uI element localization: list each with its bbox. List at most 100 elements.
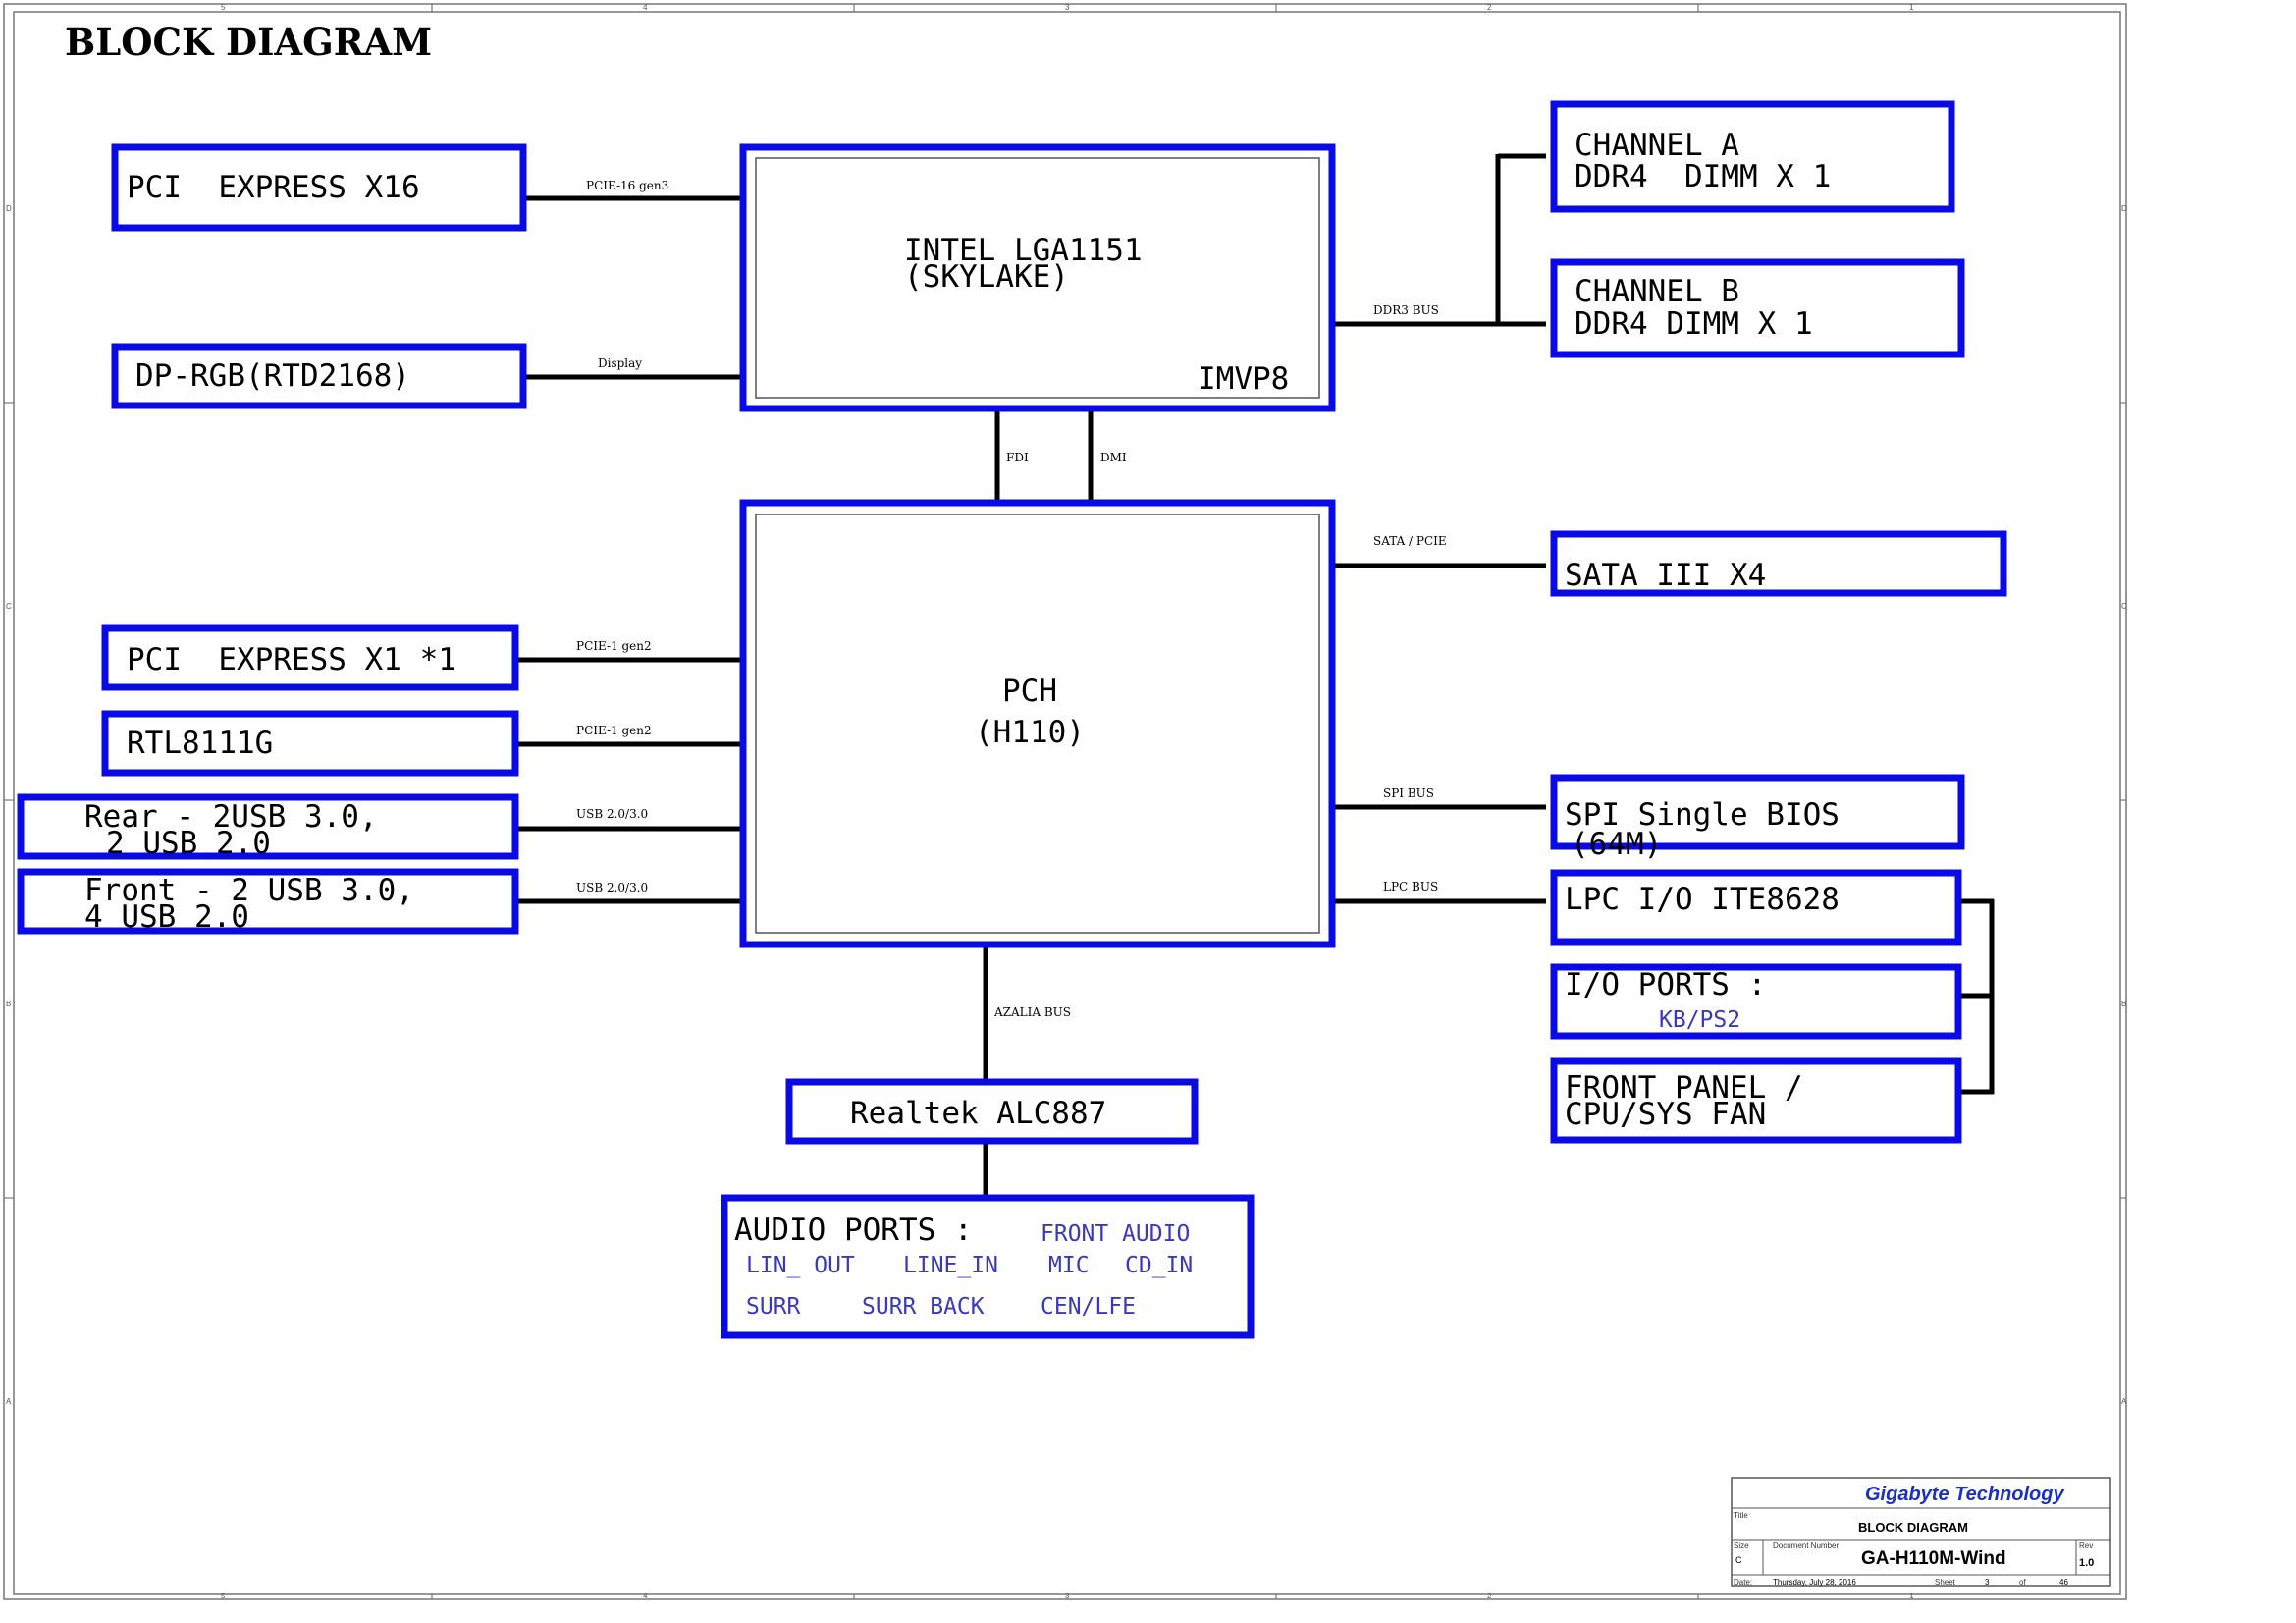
block-dp-rgb: DP-RGB(RTD2168) xyxy=(111,343,527,409)
bus-labels: PCIE-16 gen3 Display DDR3 BUS FDI DMI SA… xyxy=(576,179,1447,1019)
dp-rgb-label: DP-RGB(RTD2168) xyxy=(135,358,410,394)
date-caption: Date: xyxy=(1734,1578,1752,1587)
block-pcie-x1: PCI EXPRESS X1 *1 xyxy=(101,624,519,691)
wires xyxy=(515,153,1995,1195)
audio-ports-label: AUDIO PORTS : xyxy=(734,1213,973,1248)
row-mark-d-right: D xyxy=(2121,204,2127,213)
audio-lin-out: LIN_ OUT xyxy=(746,1253,855,1278)
front-panel-line1: FRONT PANEL / xyxy=(1565,1070,1803,1106)
realtek-label: Realtek ALC887 xyxy=(850,1096,1106,1131)
column-mark-3-bottom: 3 xyxy=(1065,1592,1070,1600)
block-spi-bios: SPI Single BIOS (64M) xyxy=(1550,774,1965,862)
diagram-title: BLOCK DIAGRAM xyxy=(65,21,432,64)
block-front-panel: FRONT PANEL / CPU/SYS FAN xyxy=(1550,1057,1962,1144)
block-io-ports: I/O PORTS : KB/PS2 xyxy=(1550,963,1962,1040)
block-rear-usb: Rear - 2USB 3.0, 2 USB 2.0 xyxy=(17,793,519,861)
cpu-vr-label: IMVP8 xyxy=(1198,361,1289,397)
block-realtek: Realtek ALC887 xyxy=(785,1078,1199,1145)
column-mark-5-top: 5 xyxy=(221,3,226,12)
block-pch: PCH (H110) xyxy=(739,499,1336,948)
lpc-io-label: LPC I/O ITE8628 xyxy=(1565,882,1840,917)
block-sata: SATA III X4 xyxy=(1550,530,2007,597)
bus-label-lpc: LPC BUS xyxy=(1383,880,1438,893)
bus-label-display: Display xyxy=(598,356,642,370)
block-lpc-io: LPC I/O ITE8628 xyxy=(1550,869,1962,946)
channel-b-line2: DDR4 DIMM X 1 xyxy=(1575,306,1813,342)
io-ports-label: I/O PORTS : xyxy=(1565,967,1766,1002)
sata-label: SATA III X4 xyxy=(1565,558,1766,593)
rev-value: 1.0 xyxy=(2079,1557,2094,1569)
pcie-x1-label: PCI EXPRESS X1 *1 xyxy=(127,642,456,677)
column-mark-1-top: 1 xyxy=(1909,3,1914,12)
pch-label-line1: PCH xyxy=(1002,674,1057,709)
bus-label-usb-front: USB 2.0/3.0 xyxy=(576,881,648,894)
column-mark-4-bottom: 4 xyxy=(643,1592,648,1600)
bus-label-pcie1-b: PCIE-1 gen2 xyxy=(576,724,652,737)
sheet-title: BLOCK DIAGRAM xyxy=(1858,1520,1968,1535)
block-pcie-x16: PCI EXPRESS X16 xyxy=(111,143,527,232)
column-mark-1-bottom: 1 xyxy=(1909,1592,1914,1600)
audio-front-audio: FRONT AUDIO xyxy=(1041,1221,1190,1247)
column-mark-4-top: 4 xyxy=(643,3,648,12)
sheet-caption: Sheet xyxy=(1935,1578,1956,1587)
rear-usb-line1: Rear - 2USB 3.0, xyxy=(84,799,378,835)
front-usb-line1: Front - 2 USB 3.0, xyxy=(84,873,414,908)
rear-usb-line2: 2 USB 2.0 xyxy=(106,826,271,861)
bus-label-dmi: DMI xyxy=(1100,451,1127,464)
size-caption: Size xyxy=(1734,1542,1749,1550)
audio-mic: MIC xyxy=(1048,1253,1090,1278)
channel-a-line2: DDR4 DIMM X 1 xyxy=(1575,159,1831,194)
block-front-usb: Front - 2 USB 3.0, 4 USB 2.0 xyxy=(17,868,519,935)
spi-bios-line2: (64M) xyxy=(1571,827,1662,862)
audio-cen-lfe: CEN/LFE xyxy=(1041,1294,1136,1320)
row-mark-a-left: A xyxy=(6,1397,12,1406)
audio-cd-in: CD_IN xyxy=(1125,1253,1193,1278)
rtl8111g-label: RTL8111G xyxy=(127,726,273,761)
io-ports-sub: KB/PS2 xyxy=(1659,1007,1740,1033)
column-mark-5-bottom: 5 xyxy=(221,1592,226,1600)
audio-surr: SURR xyxy=(746,1294,801,1320)
column-mark-2-top: 2 xyxy=(1487,3,1492,12)
row-mark-d-left: D xyxy=(6,204,12,213)
date-value: Thursday, July 28, 2016 xyxy=(1773,1578,1856,1587)
block-cpu: INTEL LGA1151 (SKYLAKE) IMVP8 xyxy=(739,143,1336,412)
channel-a-line1: CHANNEL A xyxy=(1575,128,1739,163)
sheet-value: 3 xyxy=(1985,1578,1990,1587)
bus-label-pcie16: PCIE-16 gen3 xyxy=(586,179,668,192)
cpu-label-line2: (SKYLAKE) xyxy=(904,259,1069,295)
title-caption: Title xyxy=(1734,1511,1748,1520)
front-panel-line2: CPU/SYS FAN xyxy=(1565,1097,1766,1132)
channel-b-line1: CHANNEL B xyxy=(1575,274,1739,309)
bus-label-sata-pcie: SATA / PCIE xyxy=(1373,534,1447,548)
bus-label-pcie1-a: PCIE-1 gen2 xyxy=(576,639,652,653)
column-mark-2-bottom: 2 xyxy=(1487,1592,1492,1600)
cpu-label-line1: INTEL LGA1151 xyxy=(904,233,1143,268)
sheet-border: 5 4 3 2 1 5 4 3 2 1 D C B A D C B A xyxy=(3,3,2127,1600)
row-mark-c-right: C xyxy=(2121,602,2127,611)
bus-label-spi: SPI BUS xyxy=(1383,786,1434,800)
of-caption: of xyxy=(2019,1578,2026,1587)
bus-label-azalia: AZALIA BUS xyxy=(993,1005,1071,1019)
audio-surr-back: SURR BACK xyxy=(862,1294,985,1320)
row-mark-c-left: C xyxy=(6,602,12,611)
block-rtl8111g: RTL8111G xyxy=(101,710,519,777)
block-channel-b: CHANNEL B DDR4 DIMM X 1 xyxy=(1550,258,1965,358)
column-mark-3-top: 3 xyxy=(1065,3,1070,12)
row-mark-b-left: B xyxy=(6,1000,11,1008)
bus-label-fdi: FDI xyxy=(1006,451,1029,464)
size-value: C xyxy=(1735,1555,1742,1565)
front-usb-line2: 4 USB 2.0 xyxy=(84,899,249,935)
docnum-value: GA-H110M-Wind xyxy=(1861,1548,2006,1569)
sheet-total: 46 xyxy=(2059,1578,2068,1587)
pcie-x16-label: PCI EXPRESS X16 xyxy=(127,170,420,205)
spi-bios-line1: SPI Single BIOS xyxy=(1565,797,1840,833)
bus-label-ddr: DDR3 BUS xyxy=(1373,303,1439,317)
docnum-caption: Document Number xyxy=(1773,1542,1839,1550)
block-channel-a: CHANNEL A DDR4 DIMM X 1 xyxy=(1550,100,1955,213)
company-name: Gigabyte Technology xyxy=(1865,1484,2064,1505)
bus-label-usb-rear: USB 2.0/3.0 xyxy=(576,807,648,821)
row-mark-a-right: A xyxy=(2121,1397,2127,1406)
title-block: Gigabyte Technology Title BLOCK DIAGRAM … xyxy=(1731,1477,2111,1587)
row-mark-b-right: B xyxy=(2121,1000,2126,1008)
